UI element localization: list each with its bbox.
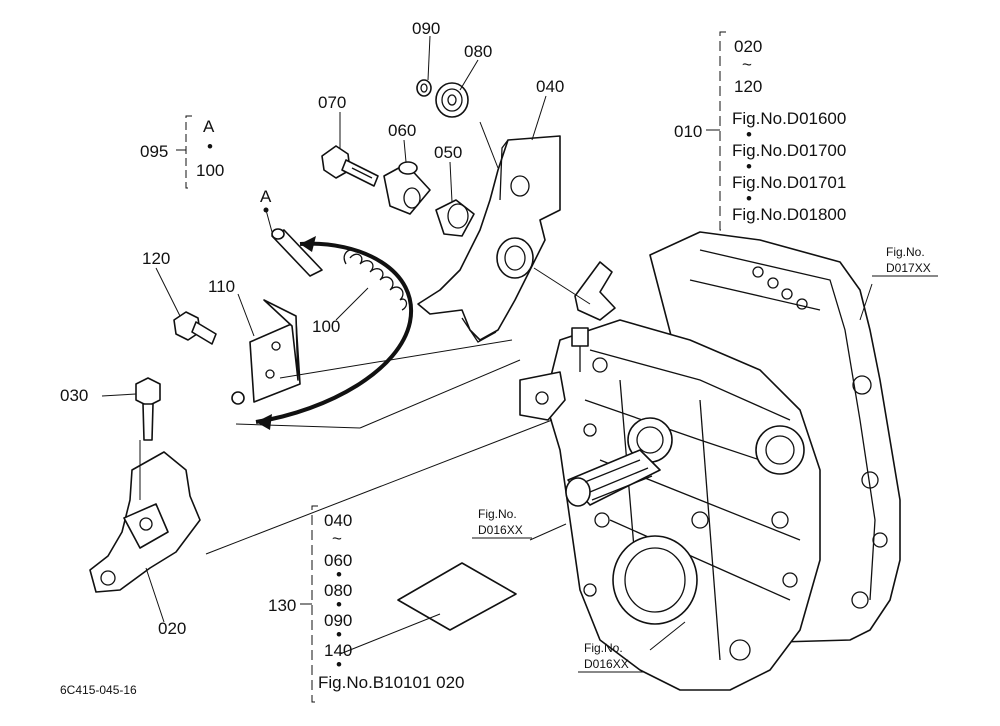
- callout-030: 030: [60, 386, 88, 405]
- svg-text:•: •: [336, 655, 342, 674]
- svg-text:~: ~: [742, 55, 752, 74]
- callout-040: 040: [536, 77, 564, 96]
- ref-d016-upper: Fig.No. D016XX: [472, 507, 532, 539]
- snap-ring-090: [416, 79, 432, 97]
- callout-050: 050: [434, 143, 462, 162]
- svg-text:Fig.No.D01700: Fig.No.D01700: [732, 141, 846, 160]
- lever-040: [417, 135, 561, 343]
- ref-d016-lower: Fig.No. D016XX: [578, 641, 644, 673]
- callout-070: 070: [318, 93, 346, 112]
- callout-120: 120: [142, 249, 170, 268]
- callout-010: 010: [674, 122, 702, 141]
- svg-text:•: •: [207, 137, 213, 156]
- svg-text:100: 100: [196, 161, 224, 180]
- svg-text:040: 040: [324, 511, 352, 530]
- svg-text:~: ~: [332, 529, 342, 548]
- svg-text:D016XX: D016XX: [478, 523, 523, 537]
- svg-text:Fig.No.: Fig.No.: [584, 641, 623, 655]
- svg-text:•: •: [336, 565, 342, 584]
- svg-text:Fig.No.D01800: Fig.No.D01800: [732, 205, 846, 224]
- svg-text:D017XX: D017XX: [886, 261, 931, 275]
- svg-text:Fig.No.D01600: Fig.No.D01600: [732, 109, 846, 128]
- callout-130: 130: [268, 596, 296, 615]
- svg-text:•: •: [746, 125, 752, 144]
- group-130-list: 040 ~ 060 • 080 • 090 • 140 • Fig.No.B10…: [318, 511, 465, 692]
- ref-d017: Fig.No. D017XX: [872, 245, 938, 277]
- callout-110: 110: [208, 277, 235, 296]
- svg-text:•: •: [746, 157, 752, 176]
- callout-095: 095: [140, 142, 168, 161]
- bracket-095: [176, 115, 192, 189]
- sheet-140: [397, 562, 517, 631]
- svg-text:D016XX: D016XX: [584, 657, 629, 671]
- callout-100: 100: [312, 317, 340, 336]
- svg-text:080: 080: [324, 581, 352, 600]
- svg-text:120: 120: [734, 77, 762, 96]
- transmission-housing: [519, 231, 901, 691]
- bolt-030: [135, 377, 161, 441]
- callout-020: 020: [158, 619, 186, 638]
- callout-060: 060: [388, 121, 416, 140]
- bolt-120: [173, 311, 217, 345]
- pin-a: [263, 207, 323, 277]
- bolt-070: [321, 145, 379, 187]
- svg-text:020: 020: [734, 37, 762, 56]
- svg-text:090: 090: [324, 611, 352, 630]
- bearing-080: [435, 82, 469, 118]
- collar-050: [435, 199, 475, 237]
- svg-text:•: •: [336, 625, 342, 644]
- svg-text:Fig.No.D01701: Fig.No.D01701: [732, 173, 846, 192]
- svg-text:Fig.No.: Fig.No.: [478, 507, 517, 521]
- callout-a: A: [260, 187, 272, 206]
- bracket-130: [300, 505, 318, 703]
- callout-090: 090: [412, 19, 440, 38]
- bracket-010: [706, 31, 726, 231]
- svg-text:•: •: [746, 189, 752, 208]
- svg-text:060: 060: [324, 551, 352, 570]
- callout-080: 080: [464, 42, 492, 61]
- group-095-list: A • 100: [196, 117, 224, 180]
- svg-text:A: A: [203, 117, 215, 136]
- leader-lines: [101, 35, 873, 655]
- arm-020: [89, 451, 201, 593]
- svg-text:Fig.No.B10101 020: Fig.No.B10101 020: [318, 673, 465, 692]
- bushing-060: [383, 161, 431, 215]
- figure-code: 6C415-045-16: [60, 683, 137, 697]
- svg-text:Fig.No.: Fig.No.: [886, 245, 925, 259]
- svg-text:140: 140: [324, 641, 352, 660]
- svg-text:•: •: [336, 595, 342, 614]
- assembly-arrow: [255, 241, 414, 424]
- plate-110: [231, 299, 301, 405]
- group-010-list: 020 ~ 120 Fig.No.D01600 • Fig.No.D01700 …: [732, 37, 846, 224]
